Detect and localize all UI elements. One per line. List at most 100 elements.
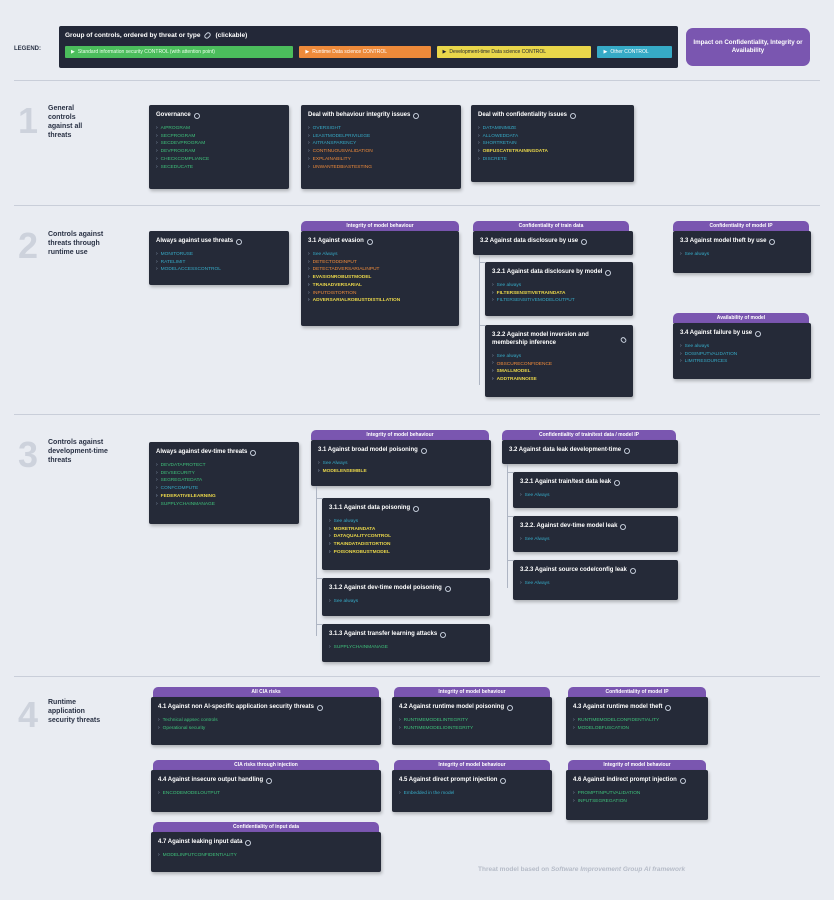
leaking-input-data-group[interactable]: 4.7 Against leaking input data MODELINPU… bbox=[151, 832, 381, 872]
control-list: RUNTIMEMODELINTEGRITY RUNTIMEMODELIOINTE… bbox=[399, 717, 545, 733]
control-item[interactable]: CONTINUOUSVALIDATION bbox=[308, 148, 454, 156]
always-use-threats-group[interactable]: Always against use threats MONITORUSE RA… bbox=[149, 231, 289, 285]
devtime-data-leak-group[interactable]: 3.2 Against data leak development-time bbox=[502, 440, 678, 464]
source-code-leak-group[interactable]: 3.2.3 Against source code/config leak Se… bbox=[513, 560, 678, 600]
control-item[interactable]: POISONROBUSTMODEL bbox=[329, 549, 483, 557]
control-item[interactable]: CHECKCOMPLIANCE bbox=[156, 156, 282, 164]
control-item[interactable]: MODELOBFUSCATION bbox=[573, 725, 701, 733]
control-item[interactable]: AITRANSPARENCY bbox=[308, 140, 454, 148]
transfer-learning-group[interactable]: 3.1.3 Against transfer learning attacks … bbox=[322, 624, 490, 662]
control-item[interactable]: RUNTIMEMODELIOINTEGRITY bbox=[399, 725, 545, 733]
control-item[interactable]: DEVSECURITY bbox=[156, 470, 292, 478]
control-item[interactable]: RUNTIMEMODELINTEGRITY bbox=[399, 717, 545, 725]
control-item[interactable]: See Always bbox=[318, 460, 484, 468]
control-item[interactable]: See always bbox=[680, 343, 804, 351]
always-devtime-group[interactable]: Always against dev-time threats DEVDATAP… bbox=[149, 442, 299, 524]
control-item[interactable]: See always bbox=[492, 282, 626, 290]
control-item[interactable]: ALLOWEDDATA bbox=[478, 133, 627, 141]
runtime-model-theft-group[interactable]: 4.3 Against runtime model theft RUNTIMEM… bbox=[566, 697, 708, 745]
control-item[interactable]: See Always bbox=[520, 536, 671, 544]
control-item[interactable]: FEDERATIVELEARNING bbox=[156, 493, 292, 501]
control-item[interactable]: DATAQUALITYCONTROL bbox=[329, 533, 483, 541]
broad-poisoning-group[interactable]: 3.1 Against broad model poisoning See Al… bbox=[311, 440, 491, 486]
runtime-model-poisoning-group[interactable]: 4.2 Against runtime model poisoning RUNT… bbox=[392, 697, 552, 745]
data-poisoning-group[interactable]: 3.1.1 Against data poisoning See always … bbox=[322, 498, 490, 570]
insecure-output-group[interactable]: 4.4 Against insecure output handling ENC… bbox=[151, 770, 381, 812]
control-item[interactable]: SECDEVPROGRAM bbox=[156, 140, 282, 148]
control-item[interactable]: EVASIONROBUSTMODEL bbox=[308, 274, 452, 282]
control-item[interactable]: OVERSIGHT bbox=[308, 125, 454, 133]
control-item[interactable]: FILTERSENSITIVETRAINDATA bbox=[492, 290, 626, 298]
control-item[interactable]: CONFCOMPUTE bbox=[156, 485, 292, 493]
control-item[interactable]: MODELACCESSCONTROL bbox=[156, 266, 282, 274]
behaviour-integrity-group[interactable]: Deal with behaviour integrity issues OVE… bbox=[301, 105, 461, 189]
control-item[interactable]: SEGREGATEDATA bbox=[156, 477, 292, 485]
control-item[interactable]: See Always bbox=[520, 492, 671, 500]
control-item[interactable]: DEVPROGRAM bbox=[156, 148, 282, 156]
control-item[interactable]: SHORTRETAIN bbox=[478, 140, 627, 148]
control-item[interactable]: Operational security bbox=[158, 725, 374, 733]
control-item[interactable]: See always bbox=[680, 251, 804, 259]
control-item[interactable]: Embedded in the model bbox=[399, 790, 545, 798]
control-item[interactable]: RATELIMIT bbox=[156, 259, 282, 267]
control-item[interactable]: SECPROGRAM bbox=[156, 133, 282, 141]
control-item[interactable]: AIPROGRAM bbox=[156, 125, 282, 133]
control-list: See Always DETECTODDINPUT DETECTADVERSAR… bbox=[308, 251, 452, 305]
control-item[interactable]: ADDTRAINNOISE bbox=[492, 376, 626, 384]
control-item[interactable]: PROMPTINPUTVALIDATION bbox=[573, 790, 701, 798]
data-disclosure-group[interactable]: 3.2 Against data disclosure by use bbox=[473, 231, 633, 255]
control-item[interactable]: ADVERSARIALROBUSTDISTILLATION bbox=[308, 297, 452, 305]
control-item[interactable]: ENCODEMODELOUTPUT bbox=[158, 790, 374, 798]
control-list: MODELINPUTCONFIDENTIALITY bbox=[158, 852, 374, 860]
control-item[interactable]: LEASTMODELPRIVILEGE bbox=[308, 133, 454, 141]
control-item[interactable]: OBSCURECONFIDENCE bbox=[492, 360, 626, 368]
devtime-model-poisoning-group[interactable]: 3.1.2 Against dev-time model poisoning S… bbox=[322, 578, 490, 616]
evasion-group[interactable]: 3.1 Against evasion See Always DETECTODD… bbox=[301, 231, 459, 326]
control-item[interactable]: See always bbox=[329, 518, 483, 526]
governance-group[interactable]: Governance AIPROGRAM SECPROGRAM SECDEVPR… bbox=[149, 105, 289, 189]
control-item[interactable]: See Always bbox=[308, 251, 452, 259]
control-item[interactable]: LIMITRESOURCES bbox=[680, 358, 804, 366]
control-item[interactable]: Technical appsec controls bbox=[158, 717, 374, 725]
model-inversion-group[interactable]: 3.2.2 Against model inversion and member… bbox=[485, 325, 633, 397]
indirect-prompt-injection-group[interactable]: 4.6 Against indirect prompt injection PR… bbox=[566, 770, 708, 820]
control-item[interactable]: DEVDATAPROTECT bbox=[156, 462, 292, 470]
control-item[interactable]: SMALLMODEL bbox=[492, 368, 626, 376]
control-item[interactable]: INPUTDISTORTION bbox=[308, 290, 452, 298]
control-item[interactable]: SUPPLYCHAINMANAGE bbox=[329, 644, 483, 652]
train-test-leak-group[interactable]: 3.2.1 Against train/test data leak See A… bbox=[513, 472, 678, 508]
control-item[interactable]: UNWANTEDBIASTESTING bbox=[308, 164, 454, 172]
control-item[interactable]: DETECTODDINPUT bbox=[308, 259, 452, 267]
control-item[interactable]: DOSINPUTVALIDATION bbox=[680, 351, 804, 359]
failure-by-use-group[interactable]: 3.4 Against failure by use See always DO… bbox=[673, 323, 811, 379]
control-list: AIPROGRAM SECPROGRAM SECDEVPROGRAM DEVPR… bbox=[156, 125, 282, 172]
control-item[interactable]: See always bbox=[329, 598, 483, 606]
control-item[interactable]: See always bbox=[492, 353, 626, 361]
control-item[interactable]: INPUTSEGREGATION bbox=[573, 798, 701, 806]
tree-connector bbox=[479, 255, 480, 385]
devtime-model-leak-group[interactable]: 3.2.2. Against dev-time model leak See A… bbox=[513, 516, 678, 552]
control-item[interactable]: RUNTIMEMODELCONFIDENTIALITY bbox=[573, 717, 701, 725]
control-item[interactable]: FILTERSENSITIVEMODELOUTPUT bbox=[492, 297, 626, 305]
control-item[interactable]: TRAINADVERSARIAL bbox=[308, 282, 452, 290]
confidentiality-group[interactable]: Deal with confidentiality issues DATAMIN… bbox=[471, 105, 634, 182]
control-item[interactable]: MODELINPUTCONFIDENTIALITY bbox=[158, 852, 374, 860]
non-ai-appsec-group[interactable]: 4.1 Against non AI-specific application … bbox=[151, 697, 381, 745]
control-item[interactable]: OBFUSCATETRAININGDATA bbox=[478, 148, 627, 156]
control-item[interactable]: DATAMINIMIZE bbox=[478, 125, 627, 133]
control-item[interactable]: EXPLAINABILITY bbox=[308, 156, 454, 164]
control-item[interactable]: DETECTADVERSARIALINPUT bbox=[308, 266, 452, 274]
control-item[interactable]: SECEDUCATE bbox=[156, 164, 282, 172]
direct-prompt-injection-group[interactable]: 4.5 Against direct prompt injection Embe… bbox=[392, 770, 552, 812]
disclosure-by-model-group[interactable]: 3.2.1 Against data disclosure by model S… bbox=[485, 262, 633, 316]
control-item[interactable]: MORETRAINDATA bbox=[329, 526, 483, 534]
control-item[interactable]: MODELENSEMBLE bbox=[318, 468, 484, 476]
control-item[interactable]: TRAINDATADISTORTION bbox=[329, 541, 483, 549]
control-item[interactable]: MONITORUSE bbox=[156, 251, 282, 259]
control-item[interactable]: See Always bbox=[520, 580, 671, 588]
model-theft-group[interactable]: 3.3 Against model theft by use See alway… bbox=[673, 231, 811, 273]
arrow-icon: ▶ bbox=[442, 49, 447, 55]
control-item[interactable]: SUPPLYCHAINMANAGE bbox=[156, 501, 292, 509]
control-item[interactable]: DISCRETE bbox=[478, 156, 627, 164]
section-title: Controls against development-time threat… bbox=[48, 439, 108, 465]
